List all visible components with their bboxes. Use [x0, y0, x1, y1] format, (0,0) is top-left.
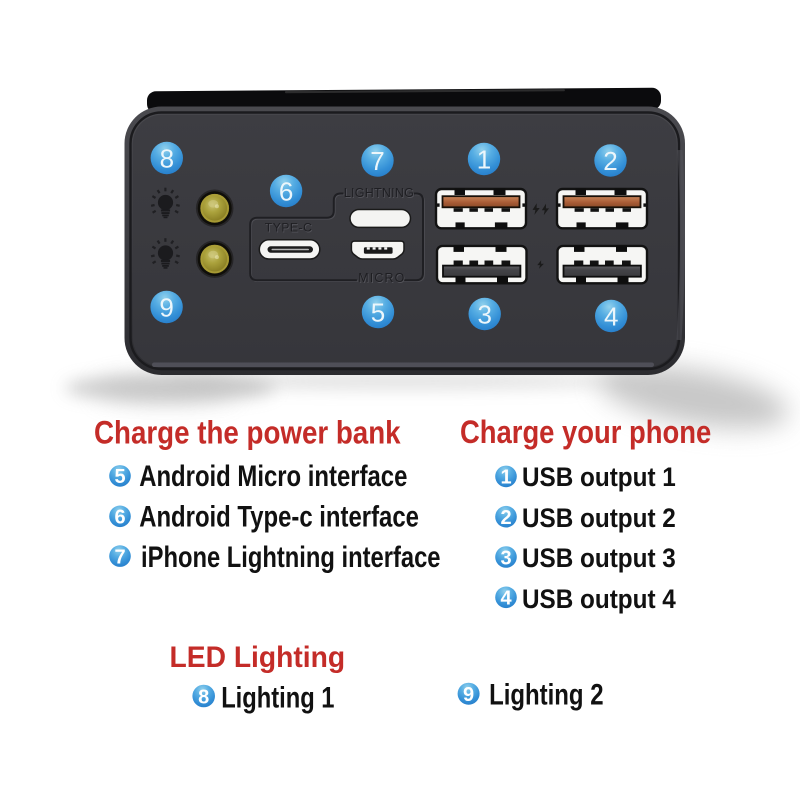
svg-text:8: 8: [198, 686, 209, 708]
svg-text:3: 3: [477, 300, 491, 330]
svg-text:TYPE-C: TYPE-C: [266, 221, 314, 235]
svg-text:USB output 2: USB output 2: [522, 504, 676, 533]
svg-text:Lighting 1: Lighting 1: [221, 681, 334, 714]
svg-text:5: 5: [114, 466, 125, 488]
svg-text:9: 9: [463, 684, 474, 706]
svg-text:1: 1: [477, 145, 491, 175]
svg-text:6: 6: [279, 177, 293, 207]
svg-text:LIGHTNING: LIGHTNING: [344, 186, 414, 200]
svg-text:iPhone Lightning interface: iPhone Lightning interface: [141, 540, 441, 573]
svg-text:4: 4: [604, 302, 618, 332]
svg-text:TYPE-C: TYPE-C: [265, 221, 313, 235]
svg-text:MICRO: MICRO: [359, 272, 406, 286]
svg-text:LED Lighting: LED Lighting: [170, 641, 346, 674]
svg-text:Android Micro interface: Android Micro interface: [139, 459, 407, 493]
svg-text:MICRO: MICRO: [358, 271, 405, 285]
svg-text:Charge the power bank: Charge the power bank: [94, 416, 401, 451]
svg-text:USB output 1: USB output 1: [522, 463, 676, 492]
svg-text:LIGHTNING: LIGHTNING: [345, 187, 415, 201]
svg-text:2: 2: [603, 146, 617, 176]
svg-text:7: 7: [370, 146, 384, 176]
svg-text:Android Type-c interface: Android Type-c interface: [139, 499, 419, 533]
svg-text:4: 4: [500, 588, 512, 610]
svg-text:USB output 4: USB output 4: [522, 585, 676, 614]
svg-text:2: 2: [500, 507, 511, 529]
svg-text:8: 8: [160, 144, 174, 174]
svg-text:Lighting 2: Lighting 2: [489, 677, 603, 711]
svg-text:6: 6: [114, 507, 125, 529]
svg-text:USB output 3: USB output 3: [522, 544, 676, 573]
svg-text:3: 3: [500, 547, 511, 569]
svg-text:5: 5: [371, 298, 385, 328]
svg-text:7: 7: [114, 546, 125, 568]
svg-text:1: 1: [500, 467, 511, 489]
svg-text:Charge your phone: Charge your phone: [460, 415, 711, 450]
svg-text:9: 9: [159, 293, 173, 323]
